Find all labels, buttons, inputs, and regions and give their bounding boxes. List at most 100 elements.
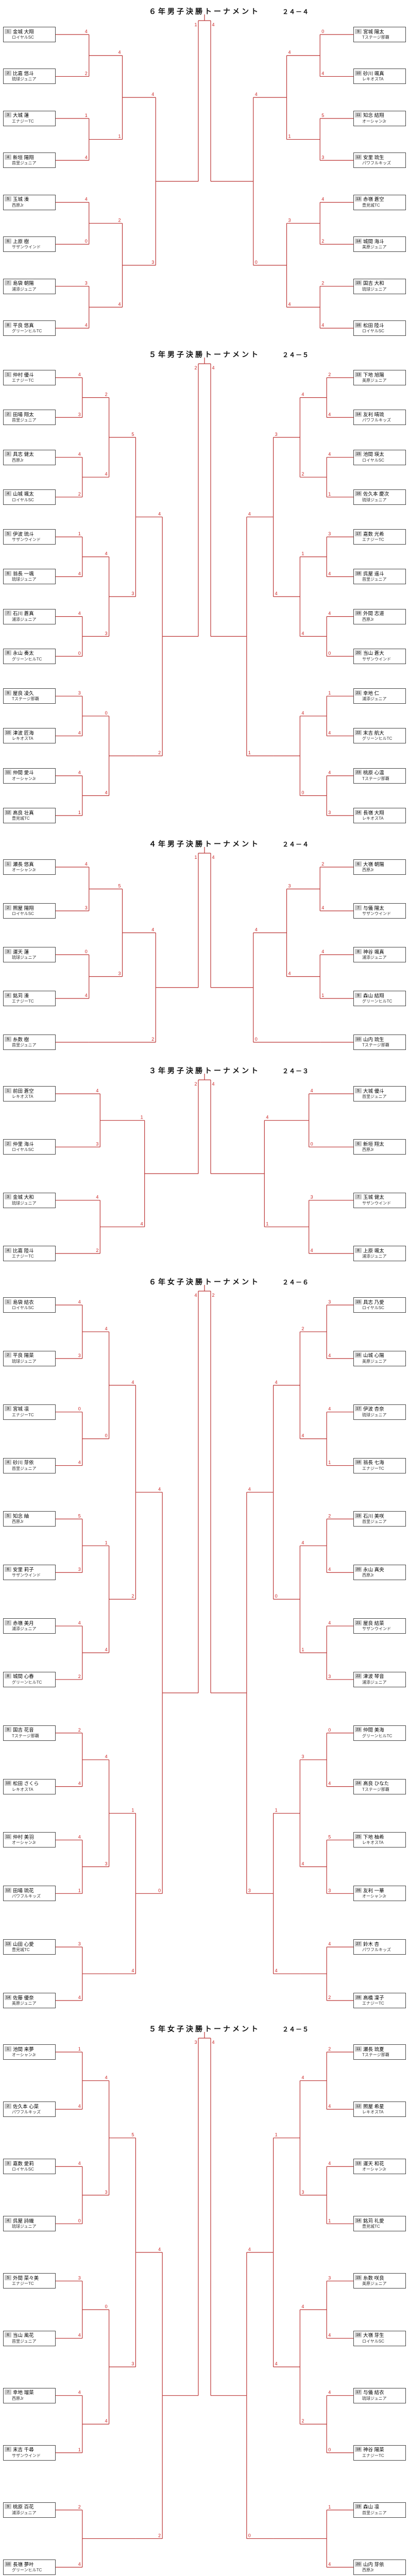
match-score: 0 [105,2304,108,2309]
match-score: 4 [328,2390,331,2395]
seed-number: 8 [355,1247,362,1253]
club-name: エナジーTC [12,2281,34,2286]
match-score: 3 [105,2190,108,2195]
player-name: 瀬長 悠真 [13,861,34,868]
match-score: 4 [78,1620,81,1625]
match-score: 3 [78,1353,81,1358]
player-name: 上原 樹 [13,239,29,245]
player-name: 鈴木 杏 [363,1941,380,1947]
seed-number: 5 [5,196,11,202]
club-name: サザンウインド [12,537,41,543]
match-score: 3 [275,432,278,437]
club-name: エナジーTC [362,2453,384,2458]
match-score: 4 [78,372,81,377]
match-score: 4 [311,1088,313,1093]
match-score: 0 [105,710,108,716]
club-name: パワフルキッズ [362,418,391,423]
match-score: 4 [78,611,81,616]
seed-number: 12 [355,154,362,160]
club-name: 西原Jr [12,202,24,208]
player-name: 赤嶺 美月 [13,1620,34,1626]
seed-number: 6 [5,570,11,576]
club-name: 首里ジュニア [12,1043,37,1047]
match-score: 4 [78,2562,81,2567]
club-name: 琉球ジュニア [12,577,37,582]
player-name: 大嶺 朝陽 [363,861,384,868]
match-score: 5 [118,884,121,889]
player-name: 神谷 颯真 [363,949,384,955]
seed-number: 2 [5,411,11,417]
player-name: 外間 志道 [363,611,384,617]
match-score: 4 [78,2390,81,2395]
club-name: 西原Jr [362,1147,374,1153]
match-score: 4 [328,1941,331,1946]
player-name: 上原 颯太 [363,1248,384,1254]
match-score: 1 [78,2046,81,2052]
match-score: 1 [118,134,121,139]
bracket-title: ３年男子決勝トーナメント [149,1066,260,1075]
match-score: 2 [194,365,197,370]
player-name: 仲村 優斗 [13,372,34,378]
club-name: レキオスTA [12,1787,33,1792]
club-name: 浦添ジュニア [362,1680,387,1685]
player-name: 田場 琉花 [13,1888,34,1894]
seed-number: 22 [355,1673,362,1679]
seed-number: 1 [5,861,11,867]
player-name: 長嶺 夢叶 [13,2562,34,2568]
player-name: 石川 美咲 [363,1513,384,1519]
player-name: 津波 匠海 [13,730,34,736]
match-score: 4 [78,770,81,775]
player-name: 長嶺 大翔 [363,810,384,816]
seed-number: 2 [5,1141,11,1146]
club-name: グリーンヒルTC [362,1733,393,1738]
match-score: 3 [301,1754,304,1759]
club-name: 西原Jr [362,617,374,622]
club-name: 琉球ジュニア [12,955,37,960]
match-score: 4 [328,2104,331,2109]
match-score: 3 [105,1861,108,1866]
player-name: 運天 蓮 [13,949,29,955]
match-score: 4 [212,22,214,27]
seed-number: 2 [5,1352,11,1358]
match-score: 1 [328,690,331,696]
player-name: 平良 悠真 [13,323,34,329]
seed-number: 2 [5,2103,11,2109]
player-name: 比嘉 悠斗 [13,71,34,77]
player-name: 翁長 一颯 [13,571,34,577]
club-name: 首里ジュニア [362,2510,387,2515]
match-score: 4 [85,861,88,867]
player-name: 永山 真央 [363,1567,384,1573]
